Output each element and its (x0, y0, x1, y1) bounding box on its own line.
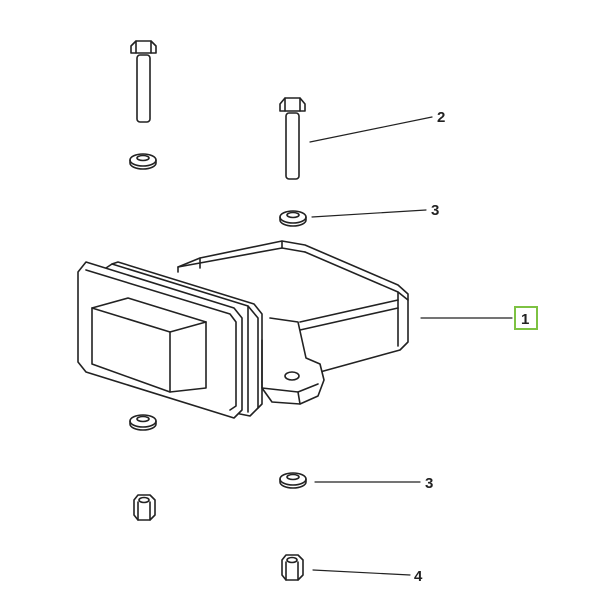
washer-center-lower-part (279, 472, 307, 489)
callout-label-4: 4 (414, 568, 423, 585)
nut-center-part (281, 554, 304, 581)
bolt-left-part (130, 40, 157, 123)
callout-highlight-box (514, 306, 538, 330)
callout-3-upper[interactable]: 3 (431, 202, 439, 219)
control-module-part (77, 240, 409, 419)
callout-4[interactable]: 4 (414, 568, 423, 585)
callout-1[interactable]: 1 (514, 306, 538, 330)
leader-line-4 (312, 569, 411, 576)
washer-left-lower-part (129, 414, 157, 431)
nut-left-part (133, 494, 156, 521)
callout-label-1: 1 (521, 311, 529, 328)
washer-left-upper-part (129, 153, 157, 170)
leader-lines (309, 116, 513, 576)
callout-3-lower[interactable]: 3 (425, 475, 433, 492)
callout-label-3-lower: 3 (425, 475, 433, 492)
leader-line-2 (309, 116, 433, 143)
callout-2[interactable]: 2 (437, 109, 445, 126)
washer-center-upper-part (279, 210, 307, 227)
bolt-center-part (279, 97, 306, 180)
callout-label-3-upper: 3 (431, 202, 439, 219)
leader-line-3-upper (311, 209, 427, 218)
callout-label-2: 2 (437, 109, 445, 126)
